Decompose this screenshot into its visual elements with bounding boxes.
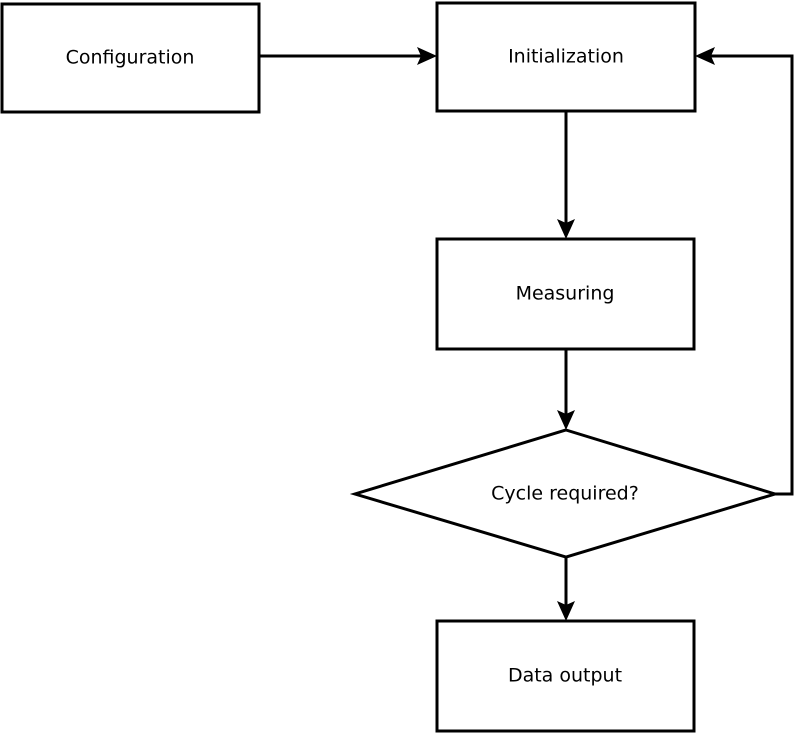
node-shape-rectangle[interactable]	[435, 619, 696, 733]
node-measuring[interactable]: Measuring	[435, 237, 696, 351]
node-layer: Configuration Initialization Measuring C…	[0, 1, 781, 733]
arrow-head-down-icon	[557, 410, 575, 430]
node-shape-rectangle[interactable]	[435, 237, 696, 351]
node-configuration[interactable]: Configuration	[0, 2, 261, 114]
node-initialization[interactable]: Initialization	[435, 1, 697, 113]
node-label: Measuring	[516, 283, 615, 305]
arrow-head-left-icon	[695, 47, 715, 65]
edge-initialization-to-measuring	[557, 111, 575, 239]
node-label: Configuration	[66, 47, 195, 69]
node-shape-diamond[interactable]	[349, 428, 781, 559]
arrow-head-down-icon	[557, 601, 575, 621]
edge-cycle-required-to-initialization-feedback	[695, 47, 794, 496]
node-label: Initialization	[508, 46, 624, 68]
node-shape-rectangle[interactable]	[435, 1, 697, 113]
edge-configuration-to-initialization	[259, 47, 437, 65]
edge-line	[704, 54, 794, 496]
node-label: Data output	[508, 665, 622, 687]
node-data-output[interactable]: Data output	[435, 619, 696, 733]
node-shape-rectangle[interactable]	[0, 2, 261, 114]
arrow-head-right-icon	[417, 47, 437, 65]
arrow-head-down-icon	[557, 219, 575, 239]
edge-layer	[259, 47, 794, 621]
edge-cycle-required-to-data-output	[557, 557, 575, 621]
edge-measuring-to-cycle-required	[557, 349, 575, 430]
node-label: Cycle required?	[491, 483, 639, 505]
node-cycle-required[interactable]: Cycle required?	[349, 428, 781, 559]
